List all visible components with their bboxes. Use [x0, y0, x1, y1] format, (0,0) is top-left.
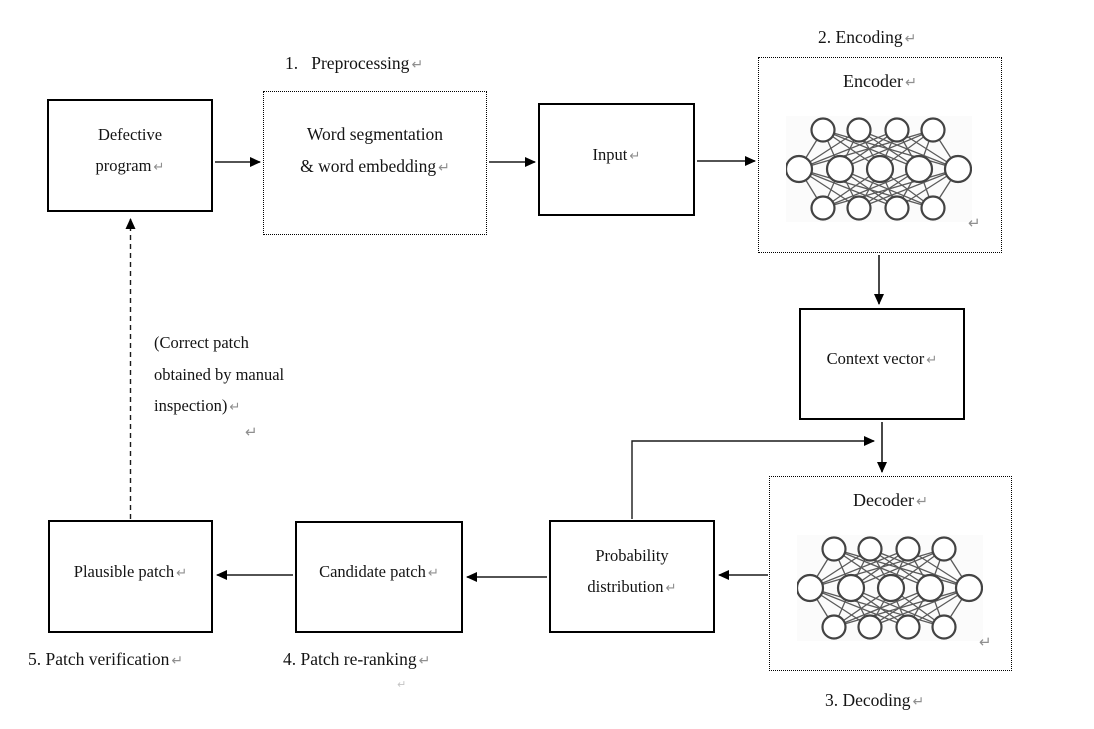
paragraph-mark-icon: ↵: [245, 423, 258, 441]
correct-patch-note: (Correct patch obtained by manual inspec…: [154, 327, 284, 424]
input-label-text: Input: [592, 144, 628, 164]
encoder-label-text: Encoder: [842, 71, 903, 91]
caption-patch-verification: 5. Patch verification↵: [28, 648, 183, 672]
caption-encoding-text: 2. Encoding: [818, 27, 903, 47]
defective-program-box: Defective program↵: [47, 99, 213, 212]
paragraph-mark-icon: ↵: [418, 653, 431, 669]
candidate-patch-label-text: Candidate patch: [319, 562, 426, 581]
paragraph-mark-icon: ↵: [968, 214, 981, 232]
caption-patch-verification-text: 5. Patch verification: [28, 649, 170, 669]
paragraph-mark-icon: ↵: [912, 694, 925, 710]
decoder-network-graphic: [797, 535, 983, 641]
paragraph-mark-icon: ↵: [397, 678, 407, 691]
paragraph-mark-icon: ↵: [427, 566, 439, 581]
paragraph-mark-icon: ↵: [229, 400, 241, 415]
paragraph-mark-icon: ↵: [926, 353, 938, 368]
probability-line1: Probability: [595, 546, 669, 565]
encoder-box: Encoder↵ ↵: [758, 57, 1002, 253]
encoder-network-graphic: [786, 116, 972, 222]
caption-patch-reranking-text: 4. Patch re-ranking: [283, 649, 417, 669]
probability-distribution-box: Probability distribution↵: [549, 520, 715, 633]
probability-line2-text: distribution: [587, 577, 664, 596]
paragraph-mark-icon: ↵: [665, 581, 677, 596]
word-segmentation-line2-text: & word embedding: [300, 156, 437, 176]
note-line2: obtained by manual: [154, 364, 285, 384]
word-segmentation-box: Word segmentation & word embedding↵: [263, 91, 487, 235]
note-line3: inspection)↵: [154, 390, 284, 424]
context-vector-box: Context vector↵: [799, 308, 965, 420]
caption-decoding: 3. Decoding↵: [825, 689, 924, 713]
arrow-probability-to-decoder-feedback: [631, 436, 875, 519]
paragraph-mark-icon: ↵: [176, 565, 188, 581]
decoder-box: Decoder↵ ↵: [769, 476, 1012, 671]
caption-preprocessing: 1. Preprocessing↵: [285, 52, 423, 76]
input-box: Input↵: [538, 103, 695, 216]
caption-preprocessing-text: 1. Preprocessing: [285, 53, 410, 73]
paragraph-mark-icon: ↵: [979, 633, 992, 651]
context-vector-label-text: Context vector: [826, 349, 925, 368]
note-line3-text: inspection): [154, 396, 228, 415]
word-segmentation-line2: & word embedding↵: [300, 150, 450, 184]
input-label: Input↵: [593, 139, 641, 172]
defective-program-line2: program↵: [96, 150, 165, 183]
candidate-patch-box: Candidate patch↵: [295, 521, 463, 633]
candidate-patch-label: Candidate patch↵: [319, 556, 439, 589]
paragraph-mark-icon: ↵: [438, 160, 450, 176]
defective-program-line2-text: program: [95, 156, 152, 175]
decoder-label-text: Decoder: [852, 490, 914, 510]
paragraph-mark-icon: ↵: [171, 653, 184, 669]
paragraph-mark-icon: ↵: [153, 160, 165, 175]
plausible-patch-label: Plausible patch↵: [74, 556, 187, 589]
caption-decoding-text: 3. Decoding: [825, 690, 911, 710]
paragraph-mark-icon: ↵: [629, 148, 641, 164]
probability-line2: distribution↵: [587, 571, 676, 604]
plausible-patch-box: Plausible patch↵: [48, 520, 213, 633]
caption-encoding: 2. Encoding↵: [818, 26, 916, 50]
caption-patch-reranking: 4. Patch re-ranking↵: [283, 648, 430, 672]
paragraph-mark-icon: ↵: [904, 31, 917, 47]
word-segmentation-line1: Word segmentation: [306, 124, 444, 144]
defective-program-line1: Defective: [97, 125, 163, 144]
encoder-label: Encoder↵: [843, 68, 917, 96]
context-vector-label: Context vector↵: [827, 343, 938, 376]
note-line1: (Correct patch: [154, 333, 249, 352]
plausible-patch-label-text: Plausible patch: [73, 561, 175, 581]
paragraph-mark-icon: ↵: [411, 57, 424, 73]
paragraph-mark-icon: ↵: [904, 75, 918, 91]
decoder-label: Decoder↵: [853, 487, 928, 515]
paragraph-mark-icon: ↵: [915, 494, 929, 510]
